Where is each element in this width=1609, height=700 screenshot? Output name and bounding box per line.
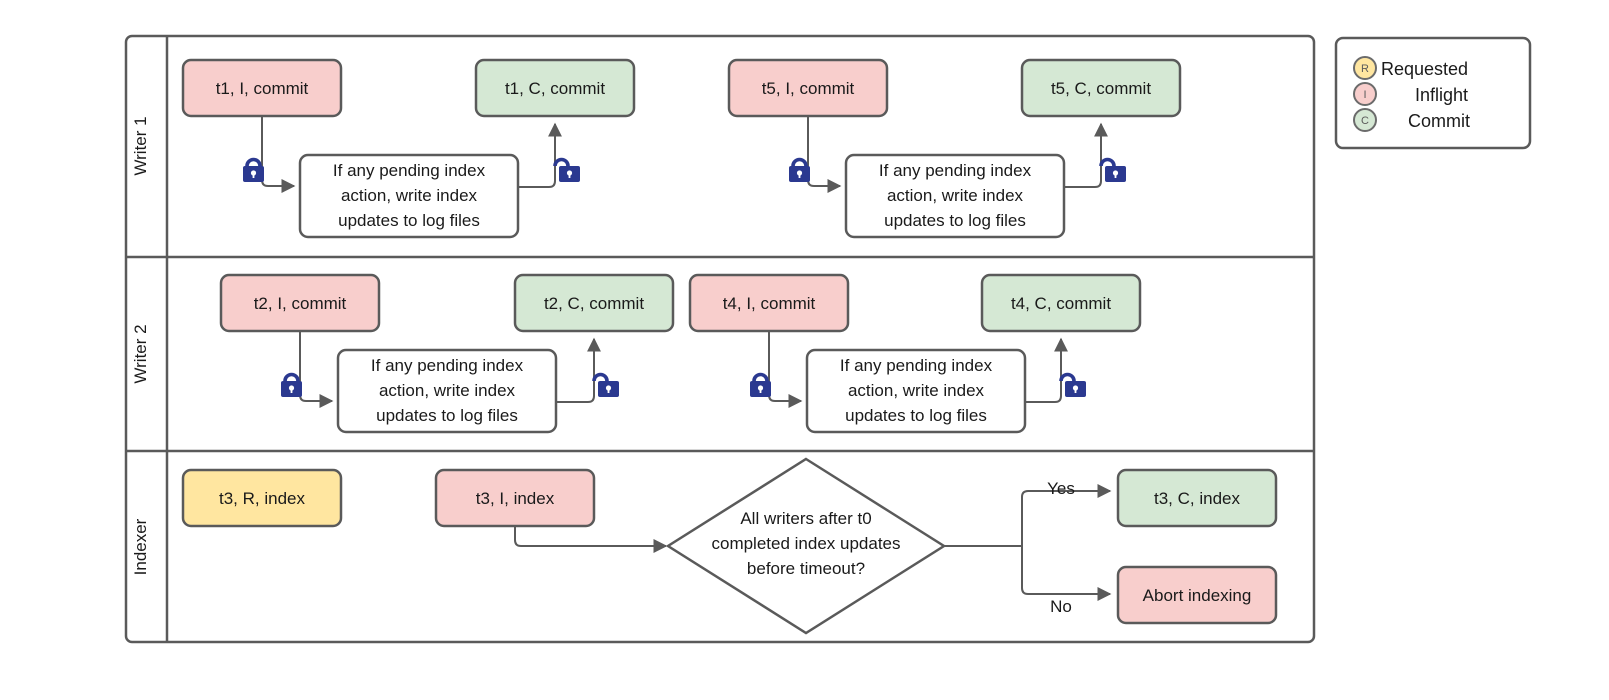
- node-t5-inflight[interactable]: t5, I, commit: [727, 58, 889, 118]
- note-writer2-line2: action, write index: [379, 381, 516, 400]
- node-t3-requested[interactable]: t3, R, index: [181, 468, 343, 528]
- connector-t2-inflight-to-note: [299, 331, 334, 408]
- legend-label-commit: Commit: [1408, 111, 1470, 131]
- note-writer2-index-update[interactable]: If any pending index action, write index…: [336, 348, 558, 434]
- legend-label-requested: Requested: [1381, 59, 1468, 79]
- decision-line1: All writers after t0: [740, 509, 871, 528]
- node-t4-commit-label: t4, C, commit: [1011, 294, 1111, 313]
- connector-t3-inflight-to-decision: [514, 526, 668, 553]
- edge-label-no: No: [1050, 597, 1072, 616]
- lane-label-writer-1-text: Writer 1: [131, 116, 150, 175]
- node-t5-commit[interactable]: t5, C, commit: [1020, 58, 1182, 118]
- note-writer2b-line2: action, write index: [848, 381, 985, 400]
- lock-open-icon: [1099, 157, 1126, 182]
- node-t3-requested-label: t3, R, index: [219, 489, 305, 508]
- note-writer1-line2: action, write index: [341, 186, 478, 205]
- note-writer1b-index-update[interactable]: If any pending index action, write index…: [844, 153, 1066, 239]
- legend-label-inflight: Inflight: [1415, 85, 1468, 105]
- connector-t4-inflight-to-note: [768, 331, 803, 408]
- connector-note-to-t2-commit: [556, 337, 601, 403]
- note-writer1b-line3: updates to log files: [884, 211, 1026, 230]
- lock-closed-icon: [243, 157, 264, 182]
- legend-item-requested[interactable]: R Requested: [1353, 56, 1468, 80]
- legend-badge-requested: R: [1361, 63, 1369, 75]
- node-abort-indexing-label: Abort indexing: [1143, 586, 1252, 605]
- connector-decision-no: [1021, 546, 1112, 601]
- node-abort-indexing[interactable]: Abort indexing: [1116, 565, 1278, 625]
- connector-note-to-t5-commit: [1064, 122, 1108, 188]
- node-t1-commit-label: t1, C, commit: [505, 79, 605, 98]
- node-t4-inflight[interactable]: t4, I, commit: [688, 273, 850, 333]
- note-writer1b-line1: If any pending index: [879, 161, 1032, 180]
- lock-open-icon: [553, 157, 580, 182]
- lock-closed-icon: [281, 372, 302, 397]
- legend-badge-inflight: I: [1363, 89, 1366, 101]
- note-writer1-index-update[interactable]: If any pending index action, write index…: [298, 153, 520, 239]
- connector-note-to-t1-commit: [518, 122, 562, 188]
- lane-label-indexer-text: Indexer: [131, 518, 150, 575]
- connector-t1-inflight-to-note: [261, 116, 296, 193]
- lane-label-writer-2-text: Writer 2: [131, 324, 150, 383]
- node-t2-inflight[interactable]: t2, I, commit: [219, 273, 381, 333]
- node-t5-inflight-label: t5, I, commit: [762, 79, 855, 98]
- node-t4-commit[interactable]: t4, C, commit: [980, 273, 1142, 333]
- node-t3-commit-label: t3, C, index: [1154, 489, 1240, 508]
- lane-label-writer-1: Writer 1: [131, 116, 150, 175]
- edge-label-yes: Yes: [1047, 479, 1075, 498]
- decision-line2: completed index updates: [711, 534, 900, 553]
- node-t4-inflight-label: t4, I, commit: [723, 294, 816, 313]
- node-t3-inflight-label: t3, I, index: [476, 489, 555, 508]
- lane-label-indexer: Indexer: [131, 518, 150, 575]
- node-t1-inflight[interactable]: t1, I, commit: [181, 58, 343, 118]
- note-writer1-line3: updates to log files: [338, 211, 480, 230]
- decision-all-writers-completed[interactable]: All writers after t0 completed index upd…: [665, 457, 947, 635]
- swimlane-frame: [124, 34, 1316, 644]
- legend-badge-commit: C: [1361, 115, 1369, 127]
- lock-closed-icon: [750, 372, 771, 397]
- node-t2-commit-label: t2, C, commit: [544, 294, 644, 313]
- node-t2-commit[interactable]: t2, C, commit: [513, 273, 675, 333]
- node-t1-inflight-label: t1, I, commit: [216, 79, 309, 98]
- note-writer1b-line2: action, write index: [887, 186, 1024, 205]
- decision-line3: before timeout?: [747, 559, 865, 578]
- lock-open-icon: [592, 372, 619, 397]
- lane-label-writer-2: Writer 2: [131, 324, 150, 383]
- note-writer2b-index-update[interactable]: If any pending index action, write index…: [805, 348, 1027, 434]
- node-t3-commit[interactable]: t3, C, index: [1116, 468, 1278, 528]
- node-t5-commit-label: t5, C, commit: [1051, 79, 1151, 98]
- node-t3-inflight[interactable]: t3, I, index: [434, 468, 596, 528]
- lock-open-icon: [1059, 372, 1086, 397]
- note-writer2b-line1: If any pending index: [840, 356, 993, 375]
- lock-closed-icon: [789, 157, 810, 182]
- connector-decision-yes: [944, 484, 1112, 547]
- connector-t5-inflight-to-note: [807, 116, 842, 193]
- legend-item-inflight[interactable]: I Inflight: [1353, 82, 1468, 106]
- legend-item-commit[interactable]: C Commit: [1353, 108, 1470, 132]
- note-writer2b-line3: updates to log files: [845, 406, 987, 425]
- connector-note-to-t4-commit: [1023, 337, 1068, 403]
- note-writer2-line1: If any pending index: [371, 356, 524, 375]
- legend-panel: R Requested I Inflight C Commit: [1334, 36, 1532, 150]
- note-writer1-line1: If any pending index: [333, 161, 486, 180]
- node-t2-inflight-label: t2, I, commit: [254, 294, 347, 313]
- node-t1-commit[interactable]: t1, C, commit: [474, 58, 636, 118]
- note-writer2-line3: updates to log files: [376, 406, 518, 425]
